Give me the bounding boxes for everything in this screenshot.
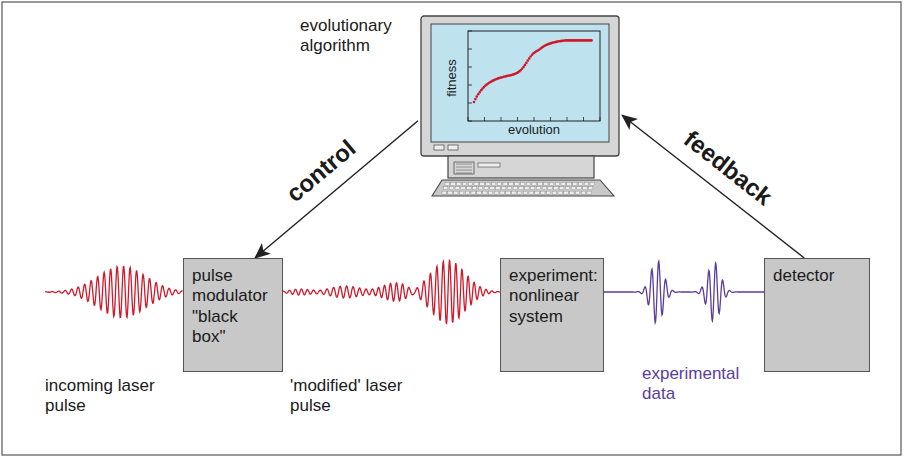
node-text: pulse modulator "black box": [192, 266, 274, 348]
axis-label: evolution: [508, 122, 560, 138]
pulse-label: 'modified' laser pulse: [290, 376, 415, 417]
incoming-pulse: [45, 266, 183, 317]
arrow-connector: [622, 115, 804, 258]
pulse-label: incoming laser pulse: [45, 376, 170, 417]
modified-pulse: [283, 261, 500, 324]
edge-label: control: [279, 132, 364, 210]
data-label: experimental data: [642, 364, 757, 405]
node-text: experiment: nonlinear system: [509, 266, 595, 327]
arrow-connector: [255, 121, 418, 258]
node-text: detector: [773, 266, 861, 286]
output-pulses: [604, 261, 764, 322]
node-text: evolutionary algorithm: [300, 16, 410, 57]
computer-drawing: [418, 14, 622, 198]
axis-label: fitness: [444, 59, 460, 97]
experiment-box: experiment: nonlinear system: [500, 258, 604, 372]
computer: evolutionary algorithm: [418, 14, 622, 198]
edge-label: feedback: [676, 123, 780, 213]
pulse-modulator-box: pulse modulator "black box": [183, 258, 283, 372]
detector-box: detector: [764, 258, 870, 372]
laser-pulses: [45, 261, 764, 324]
